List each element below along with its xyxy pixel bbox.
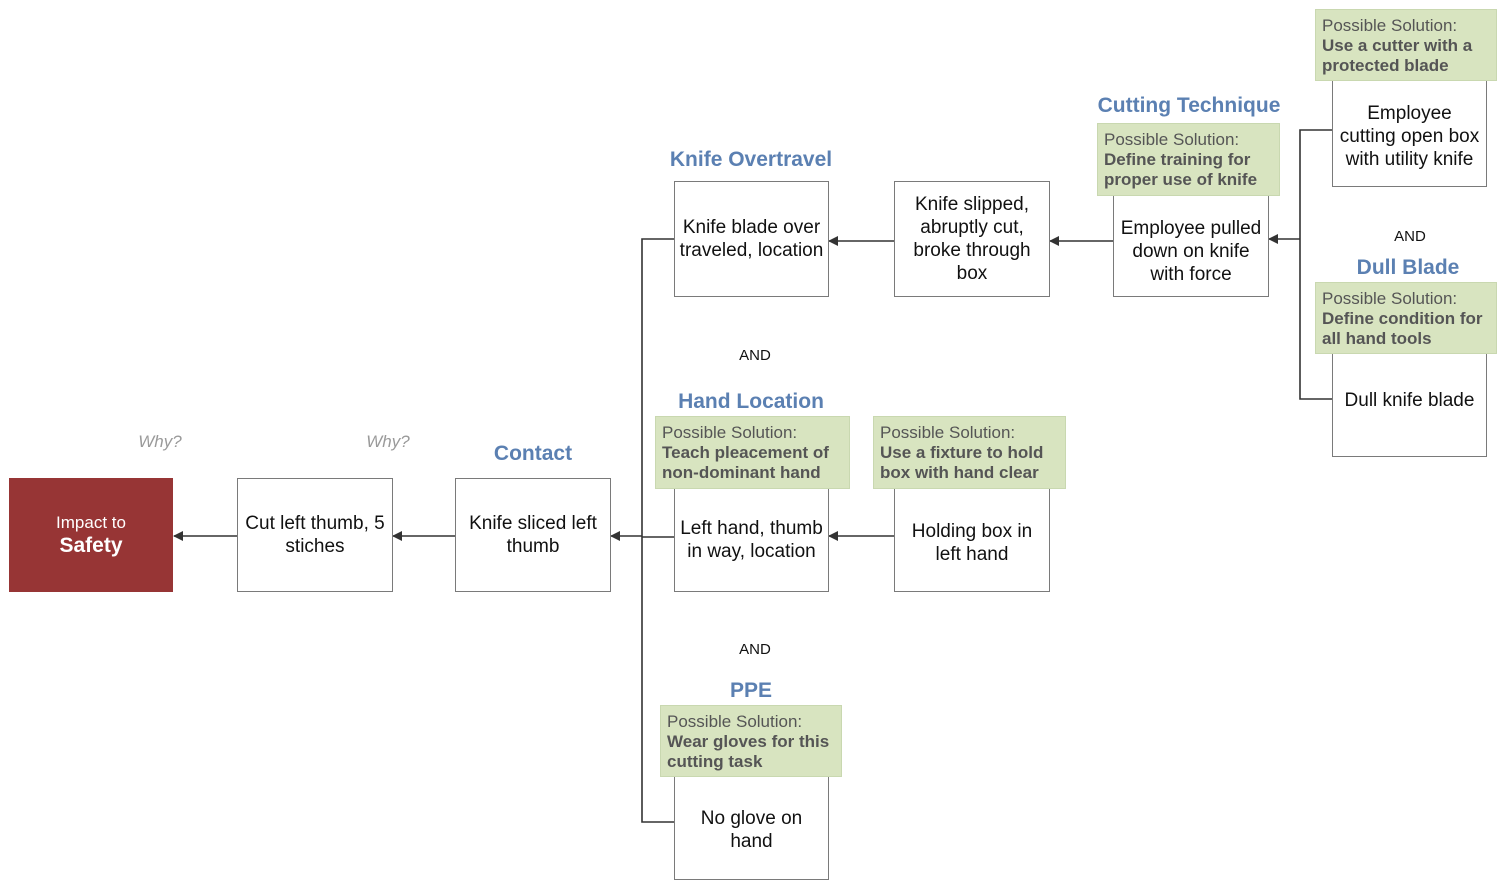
solution-label: Possible Solution: xyxy=(1322,289,1458,308)
impact-to-safety-box: Impact to Safety xyxy=(9,478,173,592)
solution-text: Define training for proper use of knife xyxy=(1104,150,1258,189)
blade-overtraveled-box: Knife blade over traveled, location xyxy=(674,181,829,297)
left-hand-box: Left hand, thumb in way, location xyxy=(674,480,829,592)
dull-knife-box: Dull knife blade xyxy=(1332,344,1487,457)
heading-cutting-technique: Cutting Technique xyxy=(1097,94,1281,117)
solution-dull-blade: Possible Solution: Define condition for … xyxy=(1315,282,1497,354)
impact-label: Impact to xyxy=(56,513,126,532)
solution-label: Possible Solution: xyxy=(1322,16,1458,35)
solution-text: Use a fixture to hold box with hand clea… xyxy=(880,443,1044,482)
solution-hand-location: Possible Solution: Teach pleacement of n… xyxy=(655,416,850,489)
impact-category: Safety xyxy=(59,534,123,557)
solution-text: Wear gloves for this cutting task xyxy=(667,732,830,771)
and-label-1: AND xyxy=(739,347,771,364)
why-label-1: Why? xyxy=(138,432,182,451)
solution-text: Use a cutter with a protected blade xyxy=(1322,36,1473,75)
solution-cutter: Possible Solution: Use a cutter with a p… xyxy=(1315,9,1497,81)
solution-text: Teach pleacement of non-dominant hand xyxy=(662,443,829,482)
heading-contact: Contact xyxy=(493,442,573,465)
and-label-2: AND xyxy=(739,641,771,658)
knife-sliced-box: Knife sliced left thumb xyxy=(455,478,611,592)
solution-label: Possible Solution: xyxy=(662,423,798,442)
why-label-2: Why? xyxy=(366,432,410,451)
heading-dull-blade: Dull Blade xyxy=(1356,256,1460,279)
and-label-3: AND xyxy=(1394,228,1426,245)
technique-branch-bracket xyxy=(1299,129,1332,400)
cut-left-thumb-box: Cut left thumb, 5 stiches xyxy=(237,478,393,592)
employee-cutting-box: Employee cutting open box with utility k… xyxy=(1332,74,1487,187)
solution-cutting-technique: Possible Solution: Define training for p… xyxy=(1097,123,1280,196)
contact-branch-bracket xyxy=(641,238,674,823)
solution-ppe: Possible Solution: Wear gloves for this … xyxy=(660,705,842,777)
solution-label: Possible Solution: xyxy=(667,712,803,731)
employee-pulled-box: Employee pulled down on knife with force xyxy=(1113,185,1269,297)
holding-box-box: Holding box in left hand xyxy=(894,480,1050,592)
heading-ppe: PPE xyxy=(729,679,773,702)
knife-slipped-box: Knife slipped, abruptly cut, broke throu… xyxy=(894,181,1050,297)
solution-label: Possible Solution: xyxy=(1104,130,1240,149)
heading-knife-overtravel: Knife Overtravel xyxy=(669,148,833,171)
no-glove-box: No glove on hand xyxy=(674,766,829,880)
heading-hand-location: Hand Location xyxy=(678,390,824,413)
solution-holding-box: Possible Solution: Use a fixture to hold… xyxy=(873,416,1066,489)
solution-text: Define condition for all hand tools xyxy=(1322,309,1483,348)
solution-label: Possible Solution: xyxy=(880,423,1016,442)
